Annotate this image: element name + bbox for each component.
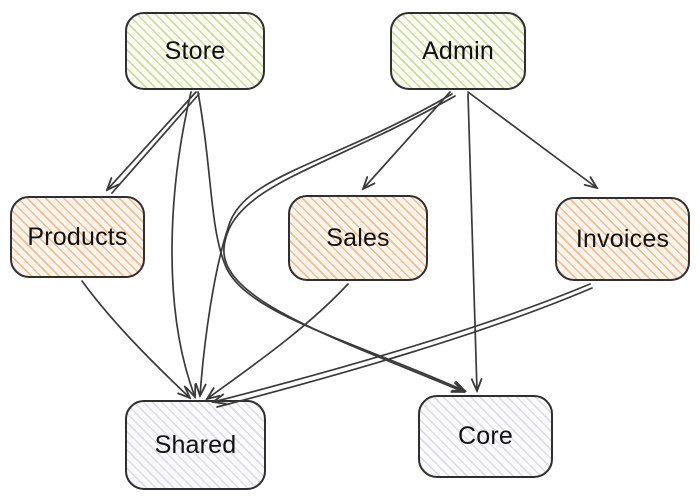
node-label-invoices: Invoices xyxy=(575,224,670,253)
node-label-sales: Sales xyxy=(326,223,390,252)
edge-invoices-shared xyxy=(213,283,591,402)
edge-admin-invoices xyxy=(467,91,597,188)
edge-store-shared xyxy=(171,91,195,397)
node-store: Store xyxy=(125,12,265,90)
node-label-store: Store xyxy=(164,36,226,65)
node-label-core: Core xyxy=(458,422,513,450)
edge-store-products xyxy=(107,91,197,190)
edge-admin-sales xyxy=(363,91,451,189)
node-label-admin: Admin xyxy=(422,36,494,65)
node-admin: Admin xyxy=(390,12,526,90)
edge-products-shared xyxy=(81,280,190,398)
node-core: Core xyxy=(418,395,553,478)
node-invoices: Invoices xyxy=(555,197,690,281)
edge-store-products xyxy=(111,93,200,194)
node-label-products: Products xyxy=(27,222,128,251)
node-shared: Shared xyxy=(125,400,266,490)
node-sales: Sales xyxy=(288,195,428,281)
node-label-shared: Shared xyxy=(154,430,237,459)
edge-admin-core xyxy=(467,93,477,391)
node-products: Products xyxy=(10,196,145,278)
edge-invoices-shared xyxy=(216,287,593,408)
edge-sales-shared xyxy=(207,283,349,399)
